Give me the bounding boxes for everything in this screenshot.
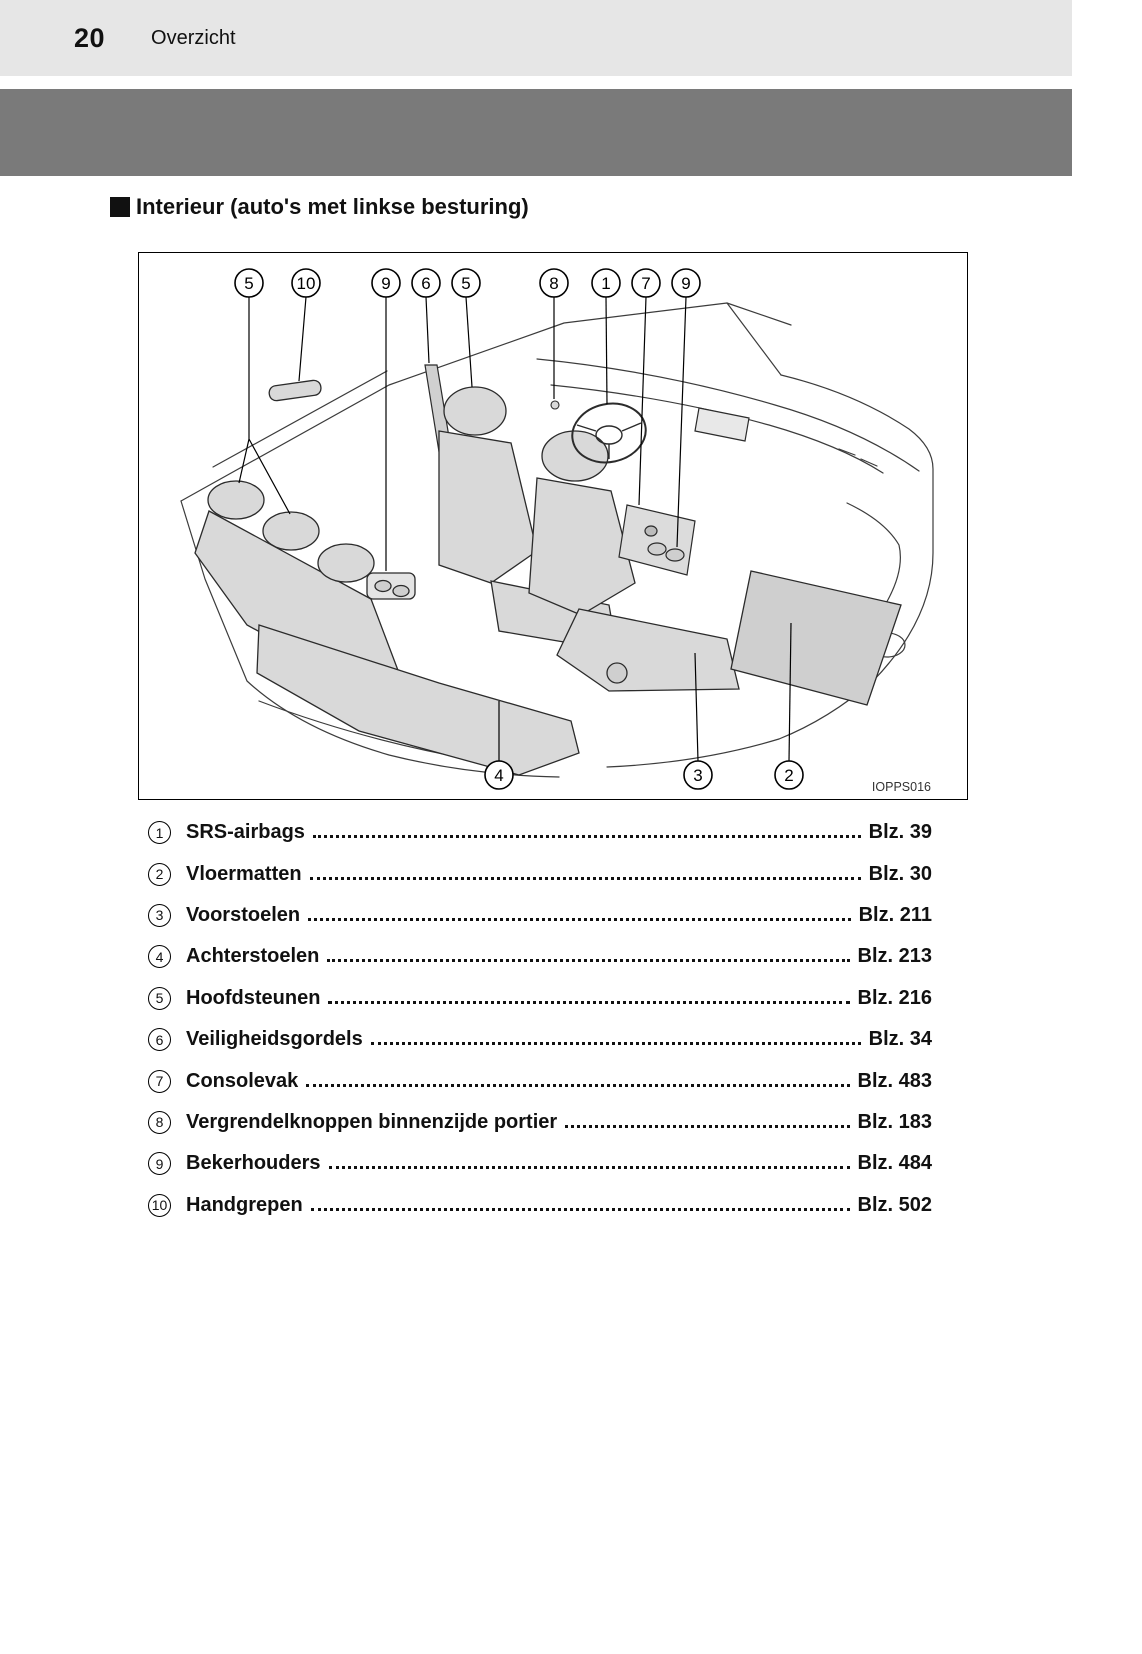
dotted-leader (309, 876, 861, 880)
svg-text:9: 9 (381, 274, 390, 293)
chapter-banner (0, 89, 1072, 176)
item-label: Vloermatten (186, 862, 302, 885)
item-page-ref: Blz. 216 (857, 986, 932, 1009)
item-number: 6 (148, 1028, 171, 1052)
svg-text:1: 1 (601, 274, 610, 293)
item-page-ref: Blz. 484 (857, 1152, 932, 1175)
door-lock-knob (550, 400, 560, 410)
item-label: Vergrendelknoppen binnenzijde portier (186, 1110, 558, 1133)
heading-text: Interieur (auto's met linkse besturing) (136, 194, 529, 219)
legend-item-8: 8 Vergrendelknoppen binnenzijde portier … (148, 1102, 932, 1143)
callout-circles-top (234, 268, 701, 298)
legend-item-3: 3 Voorstoelen Blz. 211 (148, 895, 932, 936)
legend-item-9: 9 Bekerhouders Blz. 484 (148, 1143, 932, 1184)
svg-text:3: 3 (693, 766, 702, 785)
callout-circles-bottom (484, 760, 804, 790)
item-label: SRS-airbags (186, 821, 305, 844)
legend-item-1: 1 SRS-airbags Blz. 39 (148, 812, 932, 853)
section-title: Overzicht (151, 26, 236, 49)
item-number: 2 (148, 862, 171, 886)
legend-list: 1 SRS-airbags Blz. 39 2 Vloermatten Blz.… (148, 812, 932, 1226)
dotted-leader (306, 1083, 850, 1087)
item-page-ref: Blz. 30 (868, 862, 932, 885)
item-label: Handgrepen (186, 1193, 303, 1216)
dotted-leader (327, 959, 850, 963)
svg-text:5: 5 (244, 274, 253, 293)
item-page-ref: Blz. 213 (857, 945, 932, 968)
svg-text:9: 9 (681, 274, 690, 293)
figure-code: IOPPS016 (872, 780, 931, 794)
dotted-leader (308, 917, 851, 921)
item-label: Veiligheidsgordels (186, 1028, 363, 1051)
dashboard-display (694, 407, 750, 442)
front-seat-right (528, 430, 740, 692)
square-bullet-icon (110, 197, 130, 217)
grab-handle (268, 379, 322, 402)
item-page-ref: Blz. 34 (868, 1028, 932, 1051)
item-page-ref: Blz. 183 (857, 1110, 932, 1133)
floor-mat (730, 570, 902, 706)
dotted-leader (328, 1166, 850, 1170)
legend-item-4: 4 Achterstoelen Blz. 213 (148, 936, 932, 977)
svg-text:4: 4 (494, 766, 503, 785)
item-page-ref: Blz. 39 (868, 821, 932, 844)
item-number: 10 (148, 1193, 171, 1217)
page-heading: Interieur (auto's met linkse besturing) (110, 194, 529, 220)
dotted-leader (312, 835, 861, 839)
center-console (618, 504, 696, 576)
svg-text:10: 10 (297, 274, 316, 293)
item-page-ref: Blz. 483 (857, 1069, 932, 1092)
page-number: 20 (74, 22, 106, 53)
item-label: Hoofdsteunen (186, 986, 321, 1009)
dotted-leader (310, 1207, 850, 1211)
item-number: 9 (148, 1152, 171, 1176)
item-number: 1 (148, 821, 171, 845)
item-number: 8 (148, 1110, 171, 1134)
interior-diagram: 5 10 9 6 5 8 1 7 9 4 3 2 IOP (138, 252, 968, 800)
svg-text:7: 7 (641, 274, 650, 293)
callout-lines (238, 296, 792, 762)
legend-item-5: 5 Hoofdsteunen Blz. 216 (148, 978, 932, 1019)
callout-numbers-top: 5 10 9 6 5 8 1 7 9 (244, 274, 690, 293)
item-page-ref: Blz. 211 (858, 903, 932, 926)
svg-text:8: 8 (549, 274, 558, 293)
item-page-ref: Blz. 502 (857, 1193, 932, 1216)
item-label: Voorstoelen (186, 903, 301, 926)
svg-text:2: 2 (784, 766, 793, 785)
item-number: 3 (148, 903, 171, 927)
page-header: 20 Overzicht (0, 0, 1072, 76)
item-label: Consolevak (186, 1069, 299, 1092)
dotted-leader (328, 1000, 850, 1004)
item-number: 4 (148, 945, 171, 969)
dotted-leader (370, 1042, 861, 1046)
svg-text:6: 6 (421, 274, 430, 293)
svg-text:5: 5 (461, 274, 470, 293)
interior-illustration: 5 10 9 6 5 8 1 7 9 4 3 2 IOP (180, 268, 934, 794)
legend-item-10: 10 Handgrepen Blz. 502 (148, 1185, 932, 1226)
item-number: 7 (148, 1069, 171, 1093)
legend-item-7: 7 Consolevak Blz. 483 (148, 1060, 932, 1101)
legend-item-2: 2 Vloermatten Blz. 30 (148, 853, 932, 894)
item-label: Bekerhouders (186, 1152, 321, 1175)
item-label: Achterstoelen (186, 945, 320, 968)
callout-numbers-bottom: 4 3 2 (494, 766, 793, 785)
steering-wheel (571, 402, 647, 464)
dotted-leader (565, 1124, 850, 1128)
legend-item-6: 6 Veiligheidsgordels Blz. 34 (148, 1019, 932, 1060)
item-number: 5 (148, 986, 171, 1010)
